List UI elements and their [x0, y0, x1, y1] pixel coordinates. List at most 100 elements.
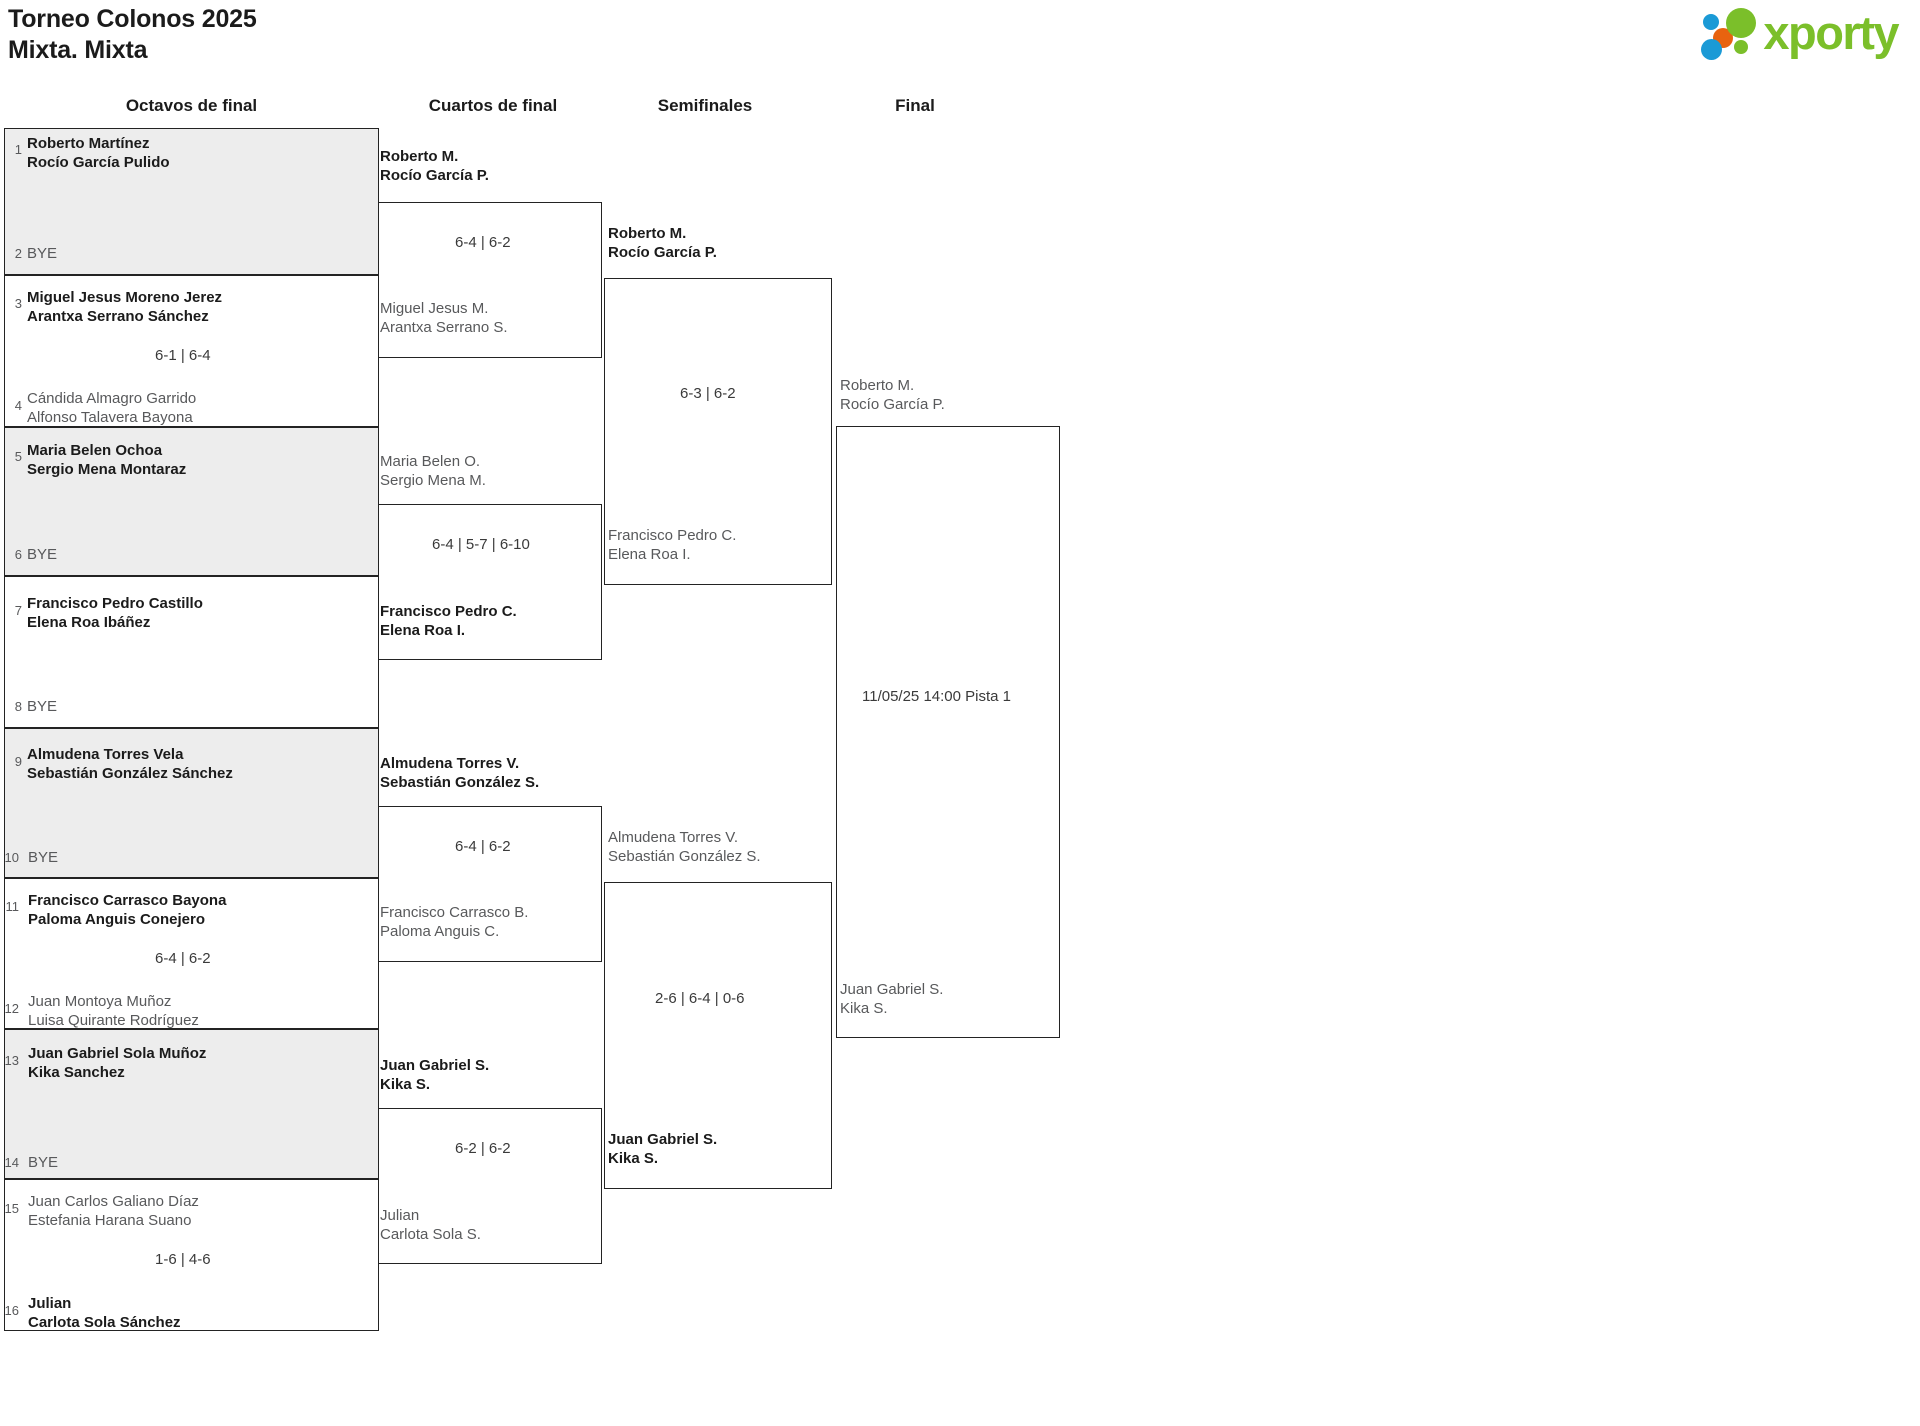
- player-name: Francisco Pedro C.: [380, 603, 517, 620]
- player-name: Francisco Carrasco B.: [380, 904, 529, 921]
- player-name: Almudena Torres V.: [608, 829, 739, 846]
- player-name: Juan Gabriel Sola Muñoz: [28, 1045, 207, 1062]
- player-name: Juan Gabriel S.: [380, 1057, 490, 1074]
- match-score: 6-1 | 6-4: [155, 347, 211, 364]
- player-name: Carlota Sola S.: [380, 1226, 481, 1243]
- bye-label: BYE: [27, 245, 58, 262]
- seed-number: 7: [14, 603, 22, 618]
- player-name: Sebastián González S.: [608, 848, 761, 865]
- player-name: Juan Montoya Muñoz: [28, 993, 172, 1010]
- round-heading-r16: Octavos de final: [125, 96, 258, 115]
- seed-number: 14: [4, 1155, 19, 1170]
- qf-connector-box: [378, 1108, 602, 1264]
- player-name: Roberto Martínez: [27, 135, 150, 152]
- r16-match-box[interactable]: [4, 128, 379, 275]
- r16-match-box[interactable]: [4, 1029, 379, 1179]
- seed-number: 10: [4, 850, 19, 865]
- r16-match-box[interactable]: [4, 878, 379, 1029]
- player-name: Rocío García P.: [840, 396, 945, 413]
- player-name: Roberto M.: [840, 377, 915, 394]
- r16-match-box[interactable]: [4, 427, 379, 576]
- player-name: Estefania Harana Suano: [28, 1212, 192, 1229]
- match-score: 6-4 | 6-2: [455, 234, 511, 251]
- r16-match-rail: [4, 1029, 379, 1179]
- tournament-name: Torneo Colonos 2025: [8, 5, 257, 33]
- match-score: 2-6 | 6-4 | 0-6: [655, 990, 745, 1007]
- match-score: 6-4 | 6-2: [155, 950, 211, 967]
- player-name: Sebastián González Sánchez: [27, 765, 233, 782]
- player-name: Juan Gabriel S.: [608, 1131, 718, 1148]
- player-name: Sergio Mena M.: [380, 472, 486, 489]
- seed-number: 8: [14, 699, 22, 714]
- player-name: Elena Roa Ibáñez: [27, 614, 151, 631]
- player-name: Miguel Jesus M.: [380, 300, 489, 317]
- player-name: Kika S.: [380, 1076, 431, 1093]
- player-name: Arantxa Serrano Sánchez: [27, 308, 209, 325]
- player-name: Arantxa Serrano S.: [380, 319, 508, 336]
- player-name: Julian: [28, 1295, 72, 1312]
- r16-match-box[interactable]: [4, 1179, 379, 1331]
- match-score: 6-4 | 6-2: [455, 838, 511, 855]
- tournament-category: Mixta. Mixta: [8, 36, 148, 64]
- seed-number: 16: [4, 1303, 19, 1318]
- r16-match-rail: [4, 128, 379, 275]
- seed-number: 13: [4, 1053, 19, 1068]
- match-score: 6-3 | 6-2: [680, 385, 736, 402]
- r16-match-rail: [4, 427, 379, 576]
- r16-match-box[interactable]: [4, 728, 379, 878]
- player-name: Juan Carlos Galiano Díaz: [28, 1193, 199, 1210]
- seed-number: 12: [4, 1001, 19, 1016]
- seed-number: 1: [14, 142, 22, 157]
- player-name: Kika S.: [608, 1150, 659, 1167]
- r16-match-rail: [4, 728, 379, 878]
- player-name: Kika Sanchez: [28, 1064, 125, 1081]
- sf-connector-box: [604, 882, 832, 1189]
- player-name: Cándida Almagro Garrido: [27, 390, 197, 407]
- seed-number: 6: [14, 547, 22, 562]
- player-name: Elena Roa I.: [380, 622, 466, 639]
- seed-number: 5: [14, 449, 22, 464]
- player-name: Rocío García P.: [608, 244, 717, 261]
- player-name: Julian: [380, 1207, 420, 1224]
- round-heading-qf: Cuartos de final: [428, 96, 558, 115]
- bye-label: BYE: [28, 849, 59, 866]
- seed-number: 15: [4, 1201, 19, 1216]
- sf-connector-box: [604, 278, 832, 585]
- player-name: Elena Roa I.: [608, 546, 691, 563]
- player-name: Roberto M.: [380, 148, 459, 165]
- qf-connector-box: [378, 806, 602, 962]
- bye-label: BYE: [27, 546, 58, 563]
- qf-connector-box: [378, 504, 602, 660]
- player-name: Miguel Jesus Moreno Jerez: [27, 289, 223, 306]
- round-heading-final: Final: [895, 96, 935, 115]
- player-name: Almudena Torres Vela: [27, 746, 184, 763]
- xporty-logo: xporty: [1701, 5, 1899, 60]
- bye-label: BYE: [28, 1154, 59, 1171]
- player-name: Sergio Mena Montaraz: [27, 461, 187, 478]
- seed-number: 2: [14, 246, 22, 261]
- match-score: 1-6 | 4-6: [155, 1251, 211, 1268]
- player-name: Carlota Sola Sánchez: [28, 1314, 181, 1331]
- player-name: Luisa Quirante Rodríguez: [28, 1012, 199, 1029]
- logo-dots-icon: [1701, 6, 1757, 60]
- player-name: Rocío García Pulido: [27, 154, 170, 171]
- player-name: Juan Gabriel S.: [840, 981, 944, 998]
- seed-number: 9: [14, 754, 22, 769]
- seed-number: 4: [14, 398, 22, 413]
- player-name: Francisco Pedro C.: [608, 527, 737, 544]
- r16-match-box[interactable]: [4, 275, 379, 427]
- round-heading-sf: Semifinales: [657, 96, 753, 115]
- bye-label: BYE: [27, 698, 58, 715]
- logo-wordmark: xporty: [1763, 5, 1899, 59]
- player-name: Roberto M.: [608, 225, 687, 242]
- r16-match-box[interactable]: [4, 576, 379, 728]
- match-score: 6-2 | 6-2: [455, 1140, 511, 1157]
- final-connector-box: [836, 426, 1060, 1038]
- player-name: Paloma Anguis C.: [380, 923, 500, 940]
- player-name: Maria Belen O.: [380, 453, 481, 470]
- player-name: Maria Belen Ochoa: [27, 442, 163, 459]
- seed-number: 3: [14, 296, 22, 311]
- final-schedule: 11/05/25 14:00 Pista 1: [862, 688, 1012, 705]
- player-name: Rocío García P.: [380, 167, 489, 184]
